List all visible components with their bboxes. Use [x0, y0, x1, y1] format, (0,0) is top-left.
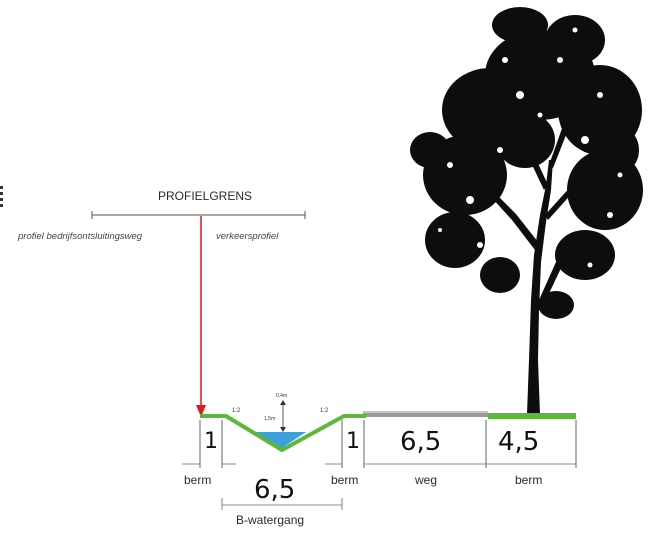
road-surface-top	[363, 411, 488, 413]
segment-2-width: 6,5	[254, 475, 295, 505]
grass-strip-road-edge	[360, 414, 366, 418]
tree-canopy-texture	[438, 27, 623, 268]
segment-4-width: 6,5	[400, 427, 441, 457]
depth-marker	[280, 400, 286, 432]
segment-4-label: weg	[414, 473, 437, 487]
slope-left-label: 1:2	[232, 408, 241, 414]
segment-2-label: B-watergang	[236, 513, 304, 527]
segment-3-label: berm	[331, 473, 358, 487]
water-level-label: 1,5m	[264, 416, 275, 422]
ground-profile-line	[200, 414, 364, 452]
water-fill	[255, 432, 306, 448]
grass-strip-right	[488, 413, 576, 419]
segment-1-label: berm	[184, 473, 211, 487]
segment-5-width: 4,5	[498, 427, 539, 457]
segment-1-width: 1	[204, 429, 218, 454]
tree-icon	[410, 7, 643, 414]
segment-3-width: 1	[346, 429, 360, 454]
profile-boundary-line	[91, 211, 306, 219]
dimension-lines	[182, 463, 576, 510]
right-profile-label: verkeersprofiel	[216, 231, 279, 242]
water-depth-label: 0,4m	[276, 393, 287, 399]
segment-5-label: berm	[515, 473, 542, 487]
slope-right-label: 1:2	[320, 408, 329, 414]
profile-boundary-title: PROFIELGRENS	[158, 189, 252, 203]
edge-marker	[0, 186, 3, 207]
segment-dividers	[199, 420, 577, 468]
boundary-arrow-icon	[196, 216, 206, 417]
left-profile-label: profiel bedrijfsontsluitingsweg	[17, 231, 143, 242]
road-surface	[363, 413, 488, 417]
